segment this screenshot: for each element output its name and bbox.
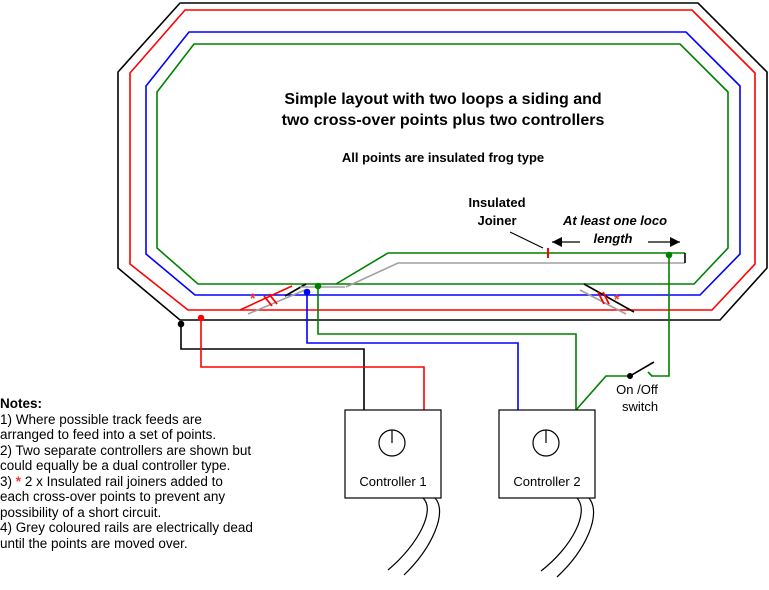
note-2-cont: could equally be a dual controller type.: [0, 458, 231, 473]
black-feed-wire: [180, 324, 365, 410]
outer-loop-black-rail: [117, 2, 768, 321]
blue-feed-wire: [306, 293, 519, 410]
left-crossover-rail-b: [284, 283, 307, 297]
switch-to-siding-wire: [651, 256, 670, 377]
black-feed-dot: [177, 320, 185, 328]
inner-loop-green-rail: [156, 43, 729, 285]
siding-dead-rail: [345, 262, 685, 288]
title-line-1: Simple layout with two loops a siding an…: [284, 91, 601, 108]
note-2: 2) Two separate controllers are shown bu…: [0, 442, 252, 458]
inner-loop-blue-rail: [145, 31, 741, 296]
note-4: 4) Grey coloured rails are electrically …: [0, 520, 253, 535]
loco-length-label-1: At least one loco: [562, 213, 667, 228]
insulated-joiner-pointer: [509, 231, 544, 249]
siding-green-rail: [335, 252, 685, 285]
red-feed-dot: [197, 314, 205, 322]
subtitle: All points are insulated frog type: [342, 150, 544, 165]
siding-feed-dot: [665, 251, 673, 259]
notes-panel: Notes: 1) Where possible track feeds are…: [0, 396, 340, 551]
note-4-cont: until the points are moved over.: [0, 535, 188, 551]
note-3-cont-2: possibility of a short circuit.: [0, 504, 162, 520]
controller-2-power-cable: [540, 497, 595, 578]
left-insulated-joiner-icon: [263, 293, 278, 307]
switch-lever[interactable]: [629, 361, 655, 377]
right-crossover-rail-a: [583, 283, 635, 313]
title-line-2: two cross-over points plus two controlle…: [282, 112, 605, 129]
switch-arrow-head: [647, 371, 653, 377]
insulated-joiner-label-2: Joiner: [477, 213, 516, 228]
loco-length-arrows: [552, 237, 680, 247]
right-insulated-joiner-icon: [597, 291, 610, 305]
controller-1[interactable]: Controller 1: [344, 409, 442, 499]
loco-length-label-2: length: [594, 231, 633, 246]
note-1-cont: arranged to feed into a set of points.: [0, 427, 217, 442]
note-3-prefix: 3): [0, 473, 13, 489]
blue-feed-dot: [303, 288, 311, 296]
green-feed-wire: [317, 286, 577, 410]
controller-2-label: Controller 2: [513, 474, 580, 489]
green-feed-dot: [314, 282, 322, 290]
controller-1-label: Controller 1: [359, 474, 426, 489]
note-3-star: *: [15, 473, 22, 489]
note-3-cont-1: each cross-over points to prevent any: [0, 489, 226, 504]
note-3-text: 2 x Insulated rail joiners added to: [24, 473, 223, 489]
insulated-joiner-label-1: Insulated: [468, 195, 525, 210]
switch-pivot-dot: [627, 373, 633, 379]
red-feed-wire: [200, 318, 425, 410]
outer-loop-red-rail: [129, 9, 756, 311]
switch-label-2: switch: [622, 399, 658, 414]
right-joiner-star: *: [614, 291, 620, 307]
note-1: 1) Where possible track feeds are: [0, 411, 202, 427]
note-3: 3) * 2 x Insulated rail joiners added to: [0, 474, 340, 490]
controller-1-power-cable: [387, 497, 441, 576]
siding-feed-wire: [575, 375, 630, 411]
notes-heading: Notes:: [0, 396, 43, 411]
controller-2[interactable]: Controller 2: [498, 409, 596, 499]
left-joiner-star: *: [250, 290, 256, 306]
switch-label-1: On /Off: [616, 382, 658, 397]
